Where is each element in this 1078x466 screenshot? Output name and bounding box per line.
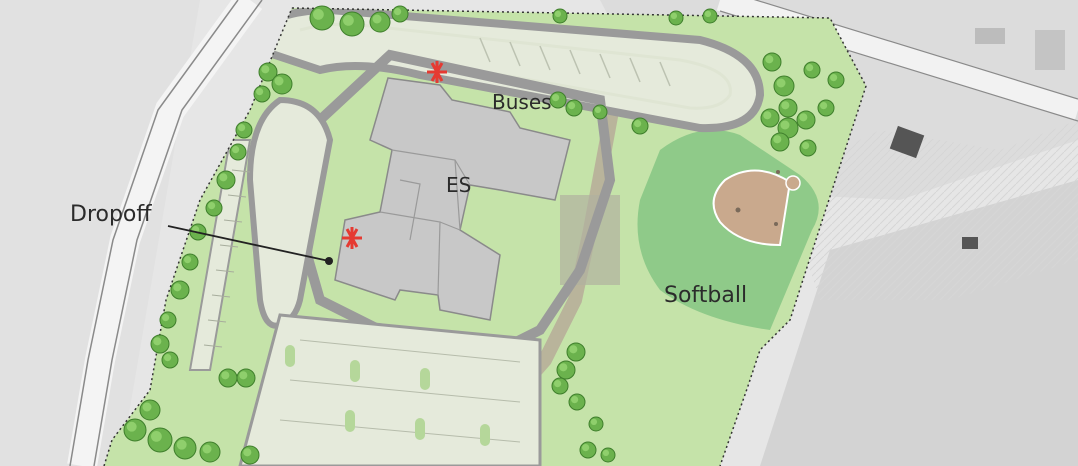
tree-highlight [313,9,324,20]
south-parking-lot [238,313,542,466]
tree-highlight [704,10,712,18]
tree-highlight [243,448,252,457]
tree-highlight [256,88,264,96]
tree-highlight [602,449,610,457]
tree-highlight [208,202,216,210]
aerial-texture [780,120,1078,300]
tree-highlight [164,354,172,362]
tree-highlight [239,371,248,380]
tree-highlight [670,12,678,20]
site-boundary-east [291,7,867,466]
tree-highlight [238,124,246,132]
tree-highlight [232,146,240,154]
site-boundary-west [103,7,293,466]
tree-highlight [126,421,137,432]
tree-highlight [343,15,354,26]
callout-line-icon [167,225,333,265]
road-edge-west-a [69,0,239,466]
tree-highlight [781,101,790,110]
tree-highlight [173,283,182,292]
tree-highlight [554,10,562,18]
tree-highlight [142,402,152,412]
tree-highlight [274,76,284,86]
aerial-house [889,125,925,159]
tree-highlight [634,120,642,128]
parking-islands [285,345,490,446]
tree-highlight [590,418,598,426]
main-road-west [67,0,263,466]
bus-loop-inner [299,22,732,110]
tree-highlight [261,65,270,74]
tree-highlight [799,113,808,122]
dropoff-label: Dropoff [70,202,152,227]
tree-highlight [153,337,162,346]
tree-highlight [202,444,212,454]
tree-highlight [571,396,579,404]
tree-highlight [594,106,602,114]
tree-highlight [372,14,382,24]
west-parking-stripes [203,169,251,348]
asterisk-icon [427,61,447,83]
tree-highlight [802,142,810,150]
tree-highlight [559,363,568,372]
west-parking [188,139,252,371]
road-edge-west-b [93,0,263,466]
tree-highlight [162,314,170,322]
tree-icon-group [123,5,845,465]
home-plate [785,175,801,191]
softball-label: Softball [664,283,748,308]
bus-parking-stripes [479,37,671,87]
tree-highlight [219,173,228,182]
tree-highlight [806,64,814,72]
tree-highlight [221,371,230,380]
es-label: ES [446,173,472,197]
aerial-field-west [0,0,200,466]
base [735,207,741,213]
asterisk-icon [342,227,362,249]
tree-highlight [569,345,578,354]
base [774,222,778,226]
tree-highlight [151,431,162,442]
tree-highlight [820,102,828,110]
tree-highlight [568,102,576,110]
tree-highlight [776,78,786,88]
aerial-house [975,28,1005,44]
tree-highlight [554,380,562,388]
tree-highlight [184,256,192,264]
buses-label: Buses [492,90,552,114]
tree-highlight [582,444,590,452]
tree-highlight [765,55,774,64]
aerial-lot [1035,30,1065,70]
school-building [334,77,571,321]
tree-highlight [780,120,790,130]
base [776,170,780,174]
aerial-house [962,237,978,249]
tree-highlight [830,74,838,82]
tree-highlight [763,111,772,120]
tree-highlight [773,135,782,144]
tree-highlight [394,8,402,16]
tree-highlight [552,94,560,102]
softball-infield [712,169,792,247]
road-edge-ne-a [753,0,1078,100]
tree-highlight [176,439,187,450]
